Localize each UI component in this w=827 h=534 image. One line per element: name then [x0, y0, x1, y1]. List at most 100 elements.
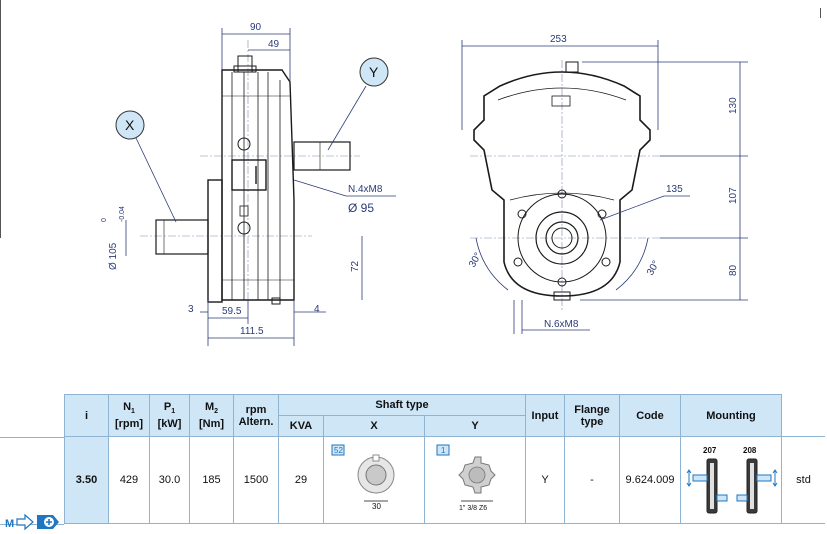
shaft-x-badge-text: 52	[334, 446, 343, 455]
dim-tol-lower: -0.04	[119, 206, 126, 222]
bubble-y	[359, 57, 389, 87]
flange-label: Flange	[574, 403, 610, 416]
shaft-x-inner	[365, 464, 387, 485]
m2-unit: [Nm]	[198, 418, 225, 431]
side-view: 90 49 Ø 105 0 -0.04 72 N.4xM8 Ø 95 3 59.…	[101, 22, 396, 346]
shaft-boss	[535, 211, 589, 265]
angle-arc-left	[475, 237, 509, 291]
row-top-line	[0, 437, 64, 438]
gearbox-body-side	[221, 69, 295, 301]
dim-253: 253	[550, 34, 567, 45]
label-n4m8: N.4xM8	[348, 184, 383, 195]
angle-30-right: 30°	[645, 259, 662, 278]
arrow-icon	[16, 513, 34, 531]
housing-detail	[509, 192, 615, 201]
dim-49: 49	[268, 39, 280, 50]
col-n1: N1[rpm]	[108, 394, 150, 437]
mount-a-label: 207	[703, 446, 717, 455]
col-mounting: Mounting	[680, 394, 782, 437]
drain-plug	[271, 297, 281, 305]
plus-icon	[46, 519, 52, 525]
mount-b-shaft	[756, 474, 772, 481]
add-label: M	[5, 518, 14, 530]
shaft-y-inner	[468, 466, 486, 483]
dim-tol-upper: 0	[101, 218, 108, 222]
label-phi95: Ø 95	[348, 201, 374, 215]
row-bottom-line	[0, 524, 64, 525]
rpm-label: rpm	[245, 403, 267, 416]
dim-107: 107	[728, 187, 739, 204]
bolt-hole	[557, 277, 567, 287]
cell-shaft-x: 52 30	[323, 436, 425, 524]
shaft-circle	[545, 221, 579, 255]
n1-sub: 1	[131, 408, 135, 416]
mount-b-window	[750, 462, 754, 509]
shaft-y-figure: 1 1" 3/8 Z6	[436, 444, 496, 512]
shaft-bore	[551, 227, 573, 249]
col-shaft-type: Shaft type	[278, 394, 526, 416]
col-extra	[781, 394, 825, 437]
bolt-hole	[513, 257, 523, 267]
dim-phi105: Ø 105	[108, 242, 119, 270]
add-to-list-icon[interactable]: M	[3, 512, 63, 532]
mount-flange	[207, 179, 223, 303]
bolt-hole	[601, 257, 611, 267]
bolt-hole	[517, 209, 527, 219]
label-n6m8: N.6xM8	[544, 319, 579, 330]
plug-circle	[237, 137, 251, 151]
shaft-y-badge-text: 1	[441, 446, 446, 455]
table-row: 3.50 429 30.0 185 1500 29 52 30	[64, 436, 825, 524]
plug-circle	[237, 221, 251, 235]
corner-marker	[820, 8, 821, 18]
mount-b-shaft2	[736, 494, 748, 501]
angle-arc-right	[615, 237, 649, 291]
bubble-y-label: Y	[369, 64, 379, 80]
altern-label: Altern.	[238, 415, 274, 428]
gearbox-housing-front	[473, 71, 651, 297]
mounting-figure: 207 208	[686, 446, 778, 513]
shaft-x-dim: 30	[372, 502, 381, 511]
angle-30-left: 30°	[467, 251, 484, 270]
col-p1: P1[kW]	[149, 394, 190, 437]
mount-a-arrow	[686, 468, 692, 487]
mount-a-shaft	[692, 474, 708, 481]
shaft-x-key	[372, 454, 380, 461]
plug-rect	[239, 205, 249, 217]
n1-label: N	[123, 400, 132, 413]
m2-sub: 2	[214, 408, 219, 416]
dim-111-5: 111.5	[240, 326, 264, 337]
shaft-y-badge	[436, 444, 450, 455]
p1-sub: 1	[171, 408, 176, 416]
left-separator	[0, 0, 1, 238]
dim-4: 4	[314, 304, 320, 315]
dim-80: 80	[728, 264, 739, 276]
cell-rpm-alt: 1500	[233, 436, 279, 524]
housing-detail	[497, 87, 627, 101]
leader-x	[135, 137, 177, 223]
breather-base	[233, 65, 257, 73]
mount-b-label: 208	[743, 446, 757, 455]
lifting-boss	[551, 95, 571, 107]
col-shaft-x: X	[323, 415, 425, 437]
cell-n1: 429	[108, 436, 150, 524]
col-code: Code	[619, 394, 681, 437]
dim-135: 135	[666, 184, 683, 195]
cell-mounting: 207 208	[680, 436, 782, 524]
flange-circle	[517, 193, 607, 283]
col-kva: KVA	[278, 415, 324, 437]
cell-code: 9.624.009	[619, 436, 681, 524]
dim-90: 90	[250, 22, 262, 33]
cell-flange: -	[564, 436, 620, 524]
shaft-y-dim: 1" 3/8 Z6	[459, 505, 487, 512]
nameplate	[231, 159, 267, 191]
bubble-x-label: X	[125, 117, 135, 133]
col-i: i	[64, 394, 109, 437]
output-shaft	[293, 141, 351, 171]
bolt-hole	[557, 189, 567, 199]
shaft-x-badge	[331, 444, 345, 455]
cell-input: Y	[525, 436, 565, 524]
shaft-x-figure: 52 30	[331, 444, 395, 511]
